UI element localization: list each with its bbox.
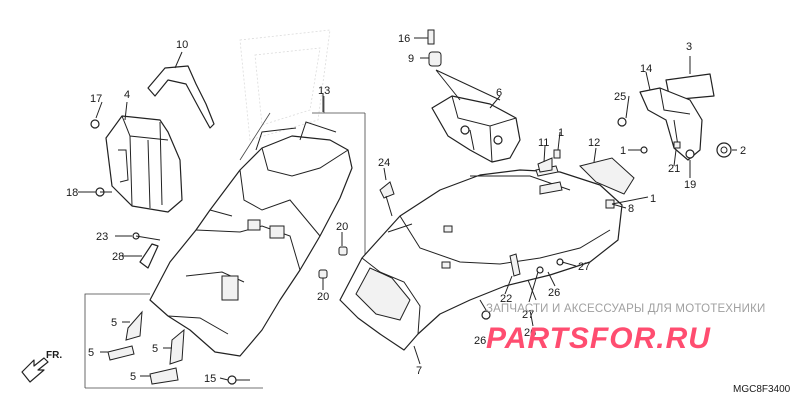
callout-1: 1 — [620, 145, 626, 157]
part-15-bolt — [227, 375, 250, 385]
callout-13: 13 — [318, 85, 330, 97]
part-13-inner-fender — [149, 121, 353, 357]
front-direction-arrow: FR. — [21, 350, 62, 383]
callout-17: 17 — [90, 93, 102, 105]
callout-15: 15 — [204, 373, 216, 385]
callout-25: 25 — [614, 91, 626, 103]
callout-19: 19 — [684, 179, 696, 191]
callout-9: 9 — [408, 53, 414, 65]
callout-26: 26 — [474, 335, 486, 347]
callout-18: 18 — [66, 187, 78, 199]
callout-22: 22 — [500, 293, 512, 305]
callout-5: 5 — [88, 347, 94, 359]
parts-1-11-small — [537, 149, 561, 173]
callout-5: 5 — [152, 343, 158, 355]
part-24-grommet — [379, 181, 395, 217]
callout-27: 27 — [578, 261, 590, 273]
callout-2: 2 — [740, 145, 746, 157]
callout-12: 12 — [588, 137, 600, 149]
callout-26: 26 — [524, 327, 536, 339]
watermark-brand: PARTSFOR.RU — [486, 322, 711, 355]
callout-5: 5 — [130, 371, 136, 383]
callout-23: 23 — [96, 231, 108, 243]
callout-26: 26 — [548, 287, 560, 299]
callout-27: 27 — [522, 309, 534, 321]
callout-7: 7 — [416, 365, 422, 377]
background-wing-logo — [239, 29, 331, 141]
callout-20: 20 — [336, 221, 348, 233]
part-7-rear-fender — [339, 165, 623, 351]
watermark: ЗАПЧАСТИ И АКСЕССУАРЫ ДЛЯ МОТОТЕХНИКИ PA… — [486, 303, 766, 355]
callout-5: 5 — [111, 317, 117, 329]
leader-lines — [78, 51, 737, 381]
part-20-grommets — [318, 246, 348, 279]
part-5-pads — [107, 310, 185, 385]
callout-14: 14 — [640, 63, 652, 75]
assembly-frame-lines — [84, 96, 366, 389]
callout-1: 1 — [650, 193, 656, 205]
diagram-part-code: MGC8F3400 — [733, 384, 791, 395]
front-label: FR. — [46, 350, 62, 361]
callout-20: 20 — [317, 291, 329, 303]
part-6-bracket — [431, 69, 521, 163]
callout-10: 10 — [176, 39, 188, 51]
part-10-seal — [147, 65, 215, 129]
callout-3: 3 — [686, 41, 692, 53]
callout-24: 24 — [378, 157, 390, 169]
callout-11: 11 — [538, 137, 549, 149]
parts-22-26-27 — [481, 253, 564, 320]
part-28-bracket — [132, 232, 161, 269]
callout-16: 16 — [398, 33, 410, 45]
callout-4: 4 — [124, 89, 130, 101]
part-4-battery-box — [105, 115, 183, 213]
callout-6: 6 — [496, 87, 502, 99]
callout-8: 8 — [628, 203, 634, 215]
watermark-tagline: ЗАПЧАСТИ И АКСЕССУАРЫ ДЛЯ МОТОТЕХНИКИ — [486, 303, 766, 315]
license-bracket-assembly — [579, 73, 732, 209]
callout-labels: 1 1 1 2 3 4 5 5 5 5 6 7 8 9 10 11 12 13 … — [66, 33, 746, 385]
parts-9-16-fasteners — [414, 29, 442, 67]
callout-28: 28 — [112, 251, 124, 263]
callout-21: 21 — [668, 163, 680, 175]
callout-1: 1 — [558, 127, 564, 139]
